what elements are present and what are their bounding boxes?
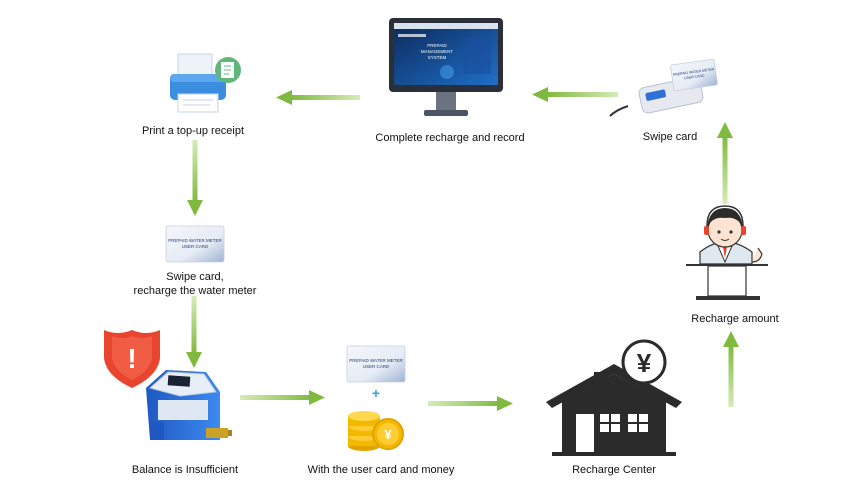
user-card-money-label: With the user card and money — [307, 464, 455, 476]
swipe-card-line2: USER CARD — [182, 244, 209, 249]
arrow-monitor-to-printer — [276, 90, 360, 105]
warning-exclamation: ! — [127, 343, 136, 374]
complete-record-label: Complete recharge and record — [375, 132, 525, 144]
monitor-screen-line3: SYSTEM — [428, 55, 447, 60]
operator-icon — [686, 205, 768, 300]
money-card-icon: PREPAID WATER METER USER CARD — [346, 345, 406, 383]
monitor-screen-line2: MANAGEMENT — [421, 49, 454, 54]
coins-icon: ¥ — [348, 411, 404, 451]
balance-insufficient-label: Balance is Insufficient — [131, 464, 239, 476]
arrow-center-to-operator — [723, 331, 739, 407]
card-reader-icon: PREPAID WATER METER USER CARD — [609, 58, 718, 117]
arrow-meter-to-card — [240, 390, 325, 405]
swipe-meter-label-line1: Swipe card, — [166, 271, 224, 283]
plus-sign: + — [372, 385, 380, 401]
swipe-card-label: Swipe card — [642, 131, 698, 143]
recharge-amount-label: Recharge amount — [691, 313, 779, 325]
yuan-icon: ¥ — [621, 339, 667, 385]
user-card-icon: PREPAID WATER METER USER CARD — [165, 225, 225, 263]
print-receipt-label: Print a top-up receipt — [141, 125, 245, 137]
printer-icon — [170, 53, 241, 113]
reader-card-line1: PREPAID WATER METER — [673, 67, 715, 77]
warning-shield-icon: ! — [104, 330, 160, 388]
coin-yuan-symbol: ¥ — [384, 427, 392, 442]
recharge-center-label: Recharge Center — [572, 464, 656, 476]
house-icon — [546, 364, 682, 456]
water-meter-icon — [146, 370, 232, 440]
swipe-meter-label: Swipe card, recharge the water meter — [110, 270, 280, 298]
arrow-reader-to-monitor — [532, 87, 618, 102]
swipe-card-line1: PREPAID WATER METER — [168, 238, 222, 243]
arrow-printer-to-swipe — [187, 140, 203, 216]
money-card-line2: USER CARD — [363, 364, 390, 369]
arrow-swipe-to-meter — [186, 296, 202, 368]
reader-card-line2: USER CARD — [684, 74, 705, 81]
monitor-screen-line1: PREPAID — [427, 43, 447, 48]
arrow-operator-to-reader — [717, 122, 733, 204]
swipe-meter-label-line2: recharge the water meter — [133, 285, 257, 297]
arrow-card-to-center — [428, 396, 513, 411]
money-card-line1: PREPAID WATER METER — [349, 358, 403, 363]
monitor-icon: PREPAID MANAGEMENT SYSTEM — [389, 18, 503, 116]
house-yuan-symbol: ¥ — [637, 348, 652, 378]
